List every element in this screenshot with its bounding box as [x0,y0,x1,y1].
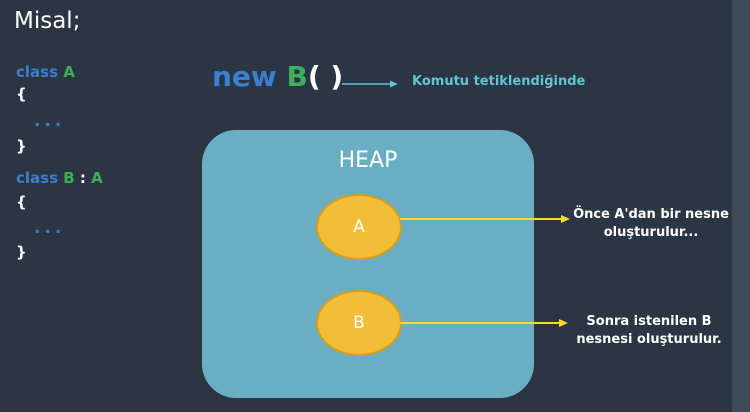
new-expression: new B( ) [212,60,343,93]
new-keyword: new [212,60,277,93]
heap-object-b: B [316,290,402,356]
heap-object-a: A [316,194,402,260]
keyword-class: class [16,169,59,187]
note-b-line1: Sonra istenilen B [586,314,712,329]
code-line-class-a: class A [16,62,75,82]
base-class-name: A [91,169,103,187]
note-a-line1: Önce A'dan bir nesne [573,207,729,222]
code-close-brace: } [16,137,27,155]
code-close-brace: } [16,243,27,261]
code-open-brace: { [16,193,27,211]
expression-parens: ( ) [307,60,344,93]
class-name-b: B [63,169,75,187]
slide-title: Misal; [14,8,81,34]
code-ellipsis: ... [34,218,66,238]
note-a-line2: oluşturulur... [603,225,699,240]
code-open-brace: { [16,85,27,103]
class-name-a: A [63,63,75,81]
code-ellipsis: ... [34,111,66,131]
keyword-class: class [16,63,59,81]
inheritance-colon: : [79,169,86,187]
object-a-arrow [400,215,570,223]
object-b-arrow [400,319,568,327]
trigger-arrow [342,80,398,88]
trigger-label: Komutu tetiklendiğinde [412,74,586,89]
note-object-a: Önce A'dan bir nesne oluşturulur... [566,206,736,242]
note-b-line2: nesnesi oluşturulur. [576,332,722,347]
expression-class-name: B [286,60,308,93]
window-edge-strip [732,0,750,412]
heap-title: HEAP [338,148,398,173]
code-line-class-b: class B : A [16,168,103,188]
note-object-b: Sonra istenilen B nesnesi oluşturulur. [566,313,732,349]
